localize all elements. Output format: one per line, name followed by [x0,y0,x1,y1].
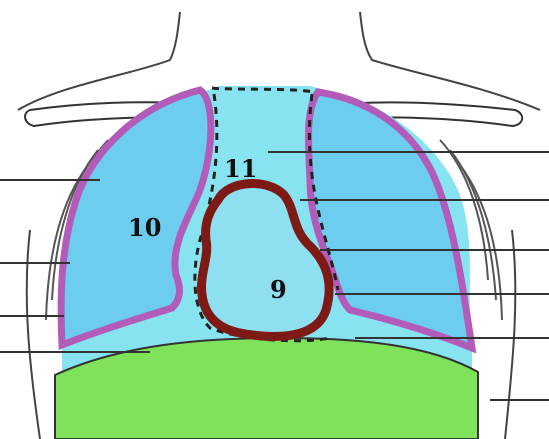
diaphragm [55,338,478,439]
label-heart: 9 [270,275,287,304]
label-lung: 10 [128,213,161,242]
label-mediastinum: 11 [224,154,257,183]
